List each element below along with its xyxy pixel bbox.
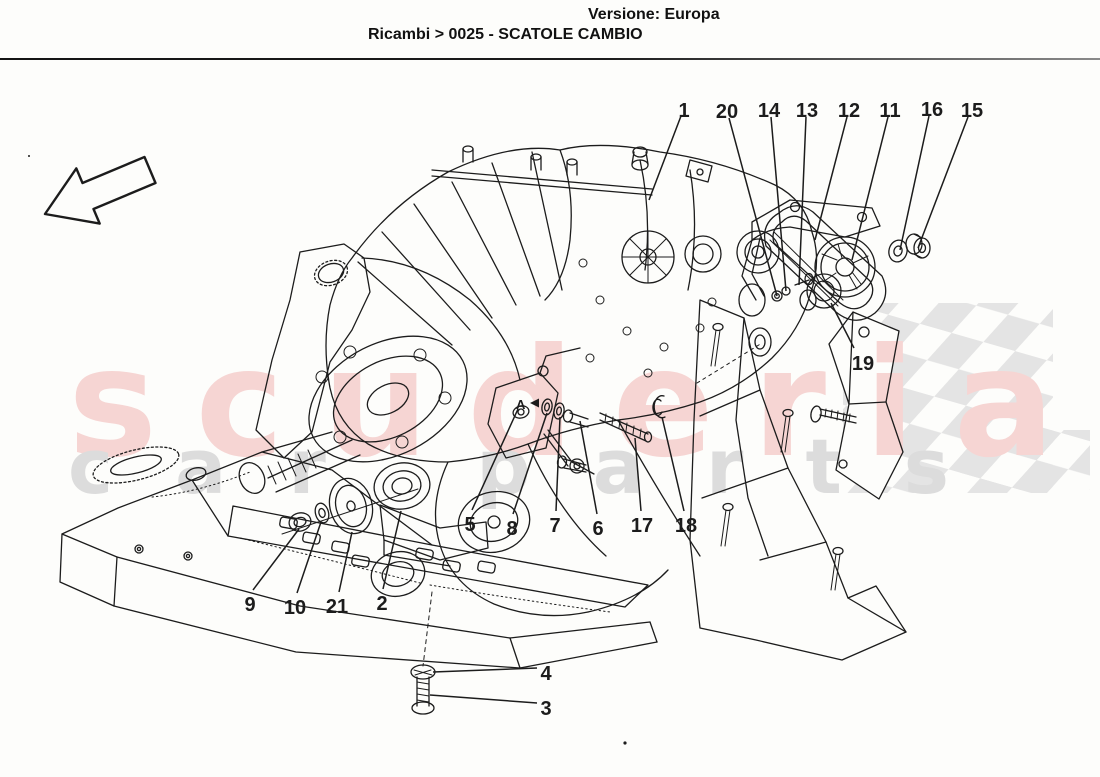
- leader-line-3: [429, 694, 538, 704]
- callout-label-13: 13: [796, 100, 818, 122]
- callout-label-17: 17: [631, 515, 653, 537]
- flag-occluders: [690, 205, 906, 660]
- leader-line-1: [648, 115, 682, 201]
- leader-line-13: [798, 116, 807, 286]
- header-divider: [0, 58, 1100, 60]
- leader-line-6: [579, 420, 598, 515]
- callout-label-6: 6: [592, 518, 603, 540]
- callout-label-1: 1: [678, 100, 689, 122]
- leader-line-21: [338, 531, 353, 593]
- leader-line-11: [851, 116, 889, 261]
- callout-label-20: 20: [716, 101, 738, 123]
- pulley-belt-assembly: [741, 199, 931, 321]
- chassis-frame: [59, 243, 658, 669]
- diagram-canvas: scuderia car parts: [0, 60, 1100, 777]
- leader-line-8: [512, 412, 548, 515]
- output-flange: [238, 335, 468, 495]
- leader-line-14: [770, 116, 787, 292]
- mount-bracket-19: [810, 311, 904, 500]
- leader-line-7: [555, 416, 561, 512]
- gearbox-housing: [325, 144, 818, 463]
- view-a-label: A: [516, 397, 526, 412]
- version-label: Versione: Europa: [588, 6, 720, 23]
- watermark-text: scuderia car parts: [68, 317, 1055, 511]
- callout-label-7: 7: [549, 515, 560, 537]
- leader-line-20: [728, 117, 778, 297]
- callout-label-9: 9: [244, 594, 255, 616]
- direction-arrow-icon: [43, 155, 157, 225]
- leader-line-12: [814, 116, 848, 241]
- shift-bracket-fasteners: [487, 347, 666, 475]
- view-marker: A: [516, 397, 539, 412]
- leader-line-4: [432, 667, 538, 673]
- callout-label-10: 10: [284, 597, 306, 619]
- callout-label-21: 21: [326, 596, 348, 618]
- callout-label-3: 3: [540, 698, 551, 720]
- leader-line-9: [252, 528, 300, 591]
- lower-case: [370, 419, 701, 617]
- bottom-bolt: [410, 591, 436, 715]
- paper-specks: [28, 155, 627, 745]
- callout-layer: 1 20 14 13 12 11 16 15 19 5 8 7 6 17 18 9 10 21 2 4 3: [244, 99, 983, 720]
- callout-label-8: 8: [506, 518, 517, 540]
- callout-label-19: 19: [852, 353, 874, 375]
- callout-label-18: 18: [675, 515, 697, 537]
- leader-line-10: [296, 521, 322, 594]
- callout-label-15: 15: [961, 100, 983, 122]
- leader-line-18: [661, 416, 685, 512]
- breadcrumb: Ricambi > 0025 - SCATOLE CAMBIO: [368, 26, 643, 43]
- leader-line-19: [830, 302, 855, 349]
- callout-label-4: 4: [540, 663, 552, 685]
- leader-line-2: [382, 510, 402, 590]
- leader-line-15: [917, 116, 969, 249]
- exploded-diagram: scuderia car parts: [28, 99, 1090, 745]
- callout-label-16: 16: [921, 99, 943, 121]
- callout-label-12: 12: [838, 100, 860, 122]
- leader-line-16: [899, 115, 930, 251]
- leader-line-17: [634, 437, 642, 512]
- callout-label-14: 14: [758, 100, 781, 122]
- callout-label-5: 5: [464, 514, 475, 536]
- leader-line-5: [471, 408, 519, 511]
- callout-label-2: 2: [376, 593, 387, 615]
- callout-label-11: 11: [879, 100, 900, 122]
- engine-mount-parts: [281, 462, 489, 567]
